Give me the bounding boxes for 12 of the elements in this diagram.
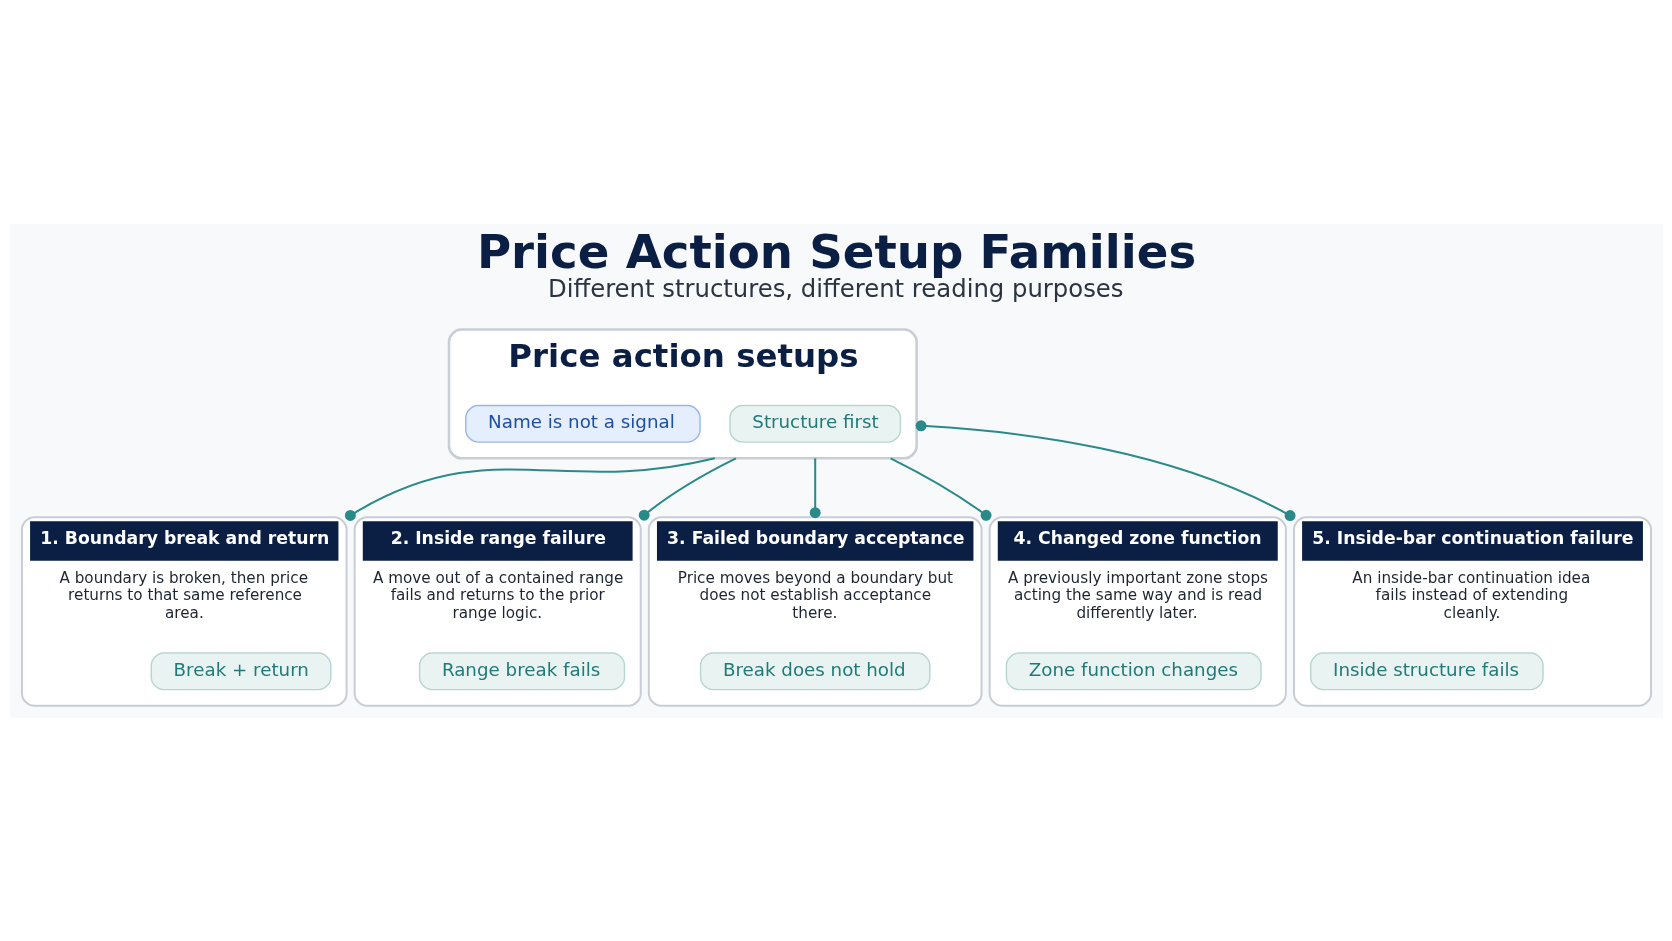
node-box: Break + return	[150, 651, 332, 690]
node-box: Range break fails	[418, 651, 625, 690]
connector	[344, 456, 715, 521]
node-box: Break does not hold	[699, 651, 931, 690]
node-box: Zone function changes	[1005, 651, 1262, 690]
connector	[809, 457, 821, 518]
node-box: Inside structure fails	[1309, 651, 1544, 690]
connector	[889, 456, 992, 521]
node-box: Name is not a signal	[464, 404, 701, 443]
connector	[915, 419, 1296, 521]
node-box: Structure first	[728, 404, 901, 443]
connector	[638, 456, 736, 521]
